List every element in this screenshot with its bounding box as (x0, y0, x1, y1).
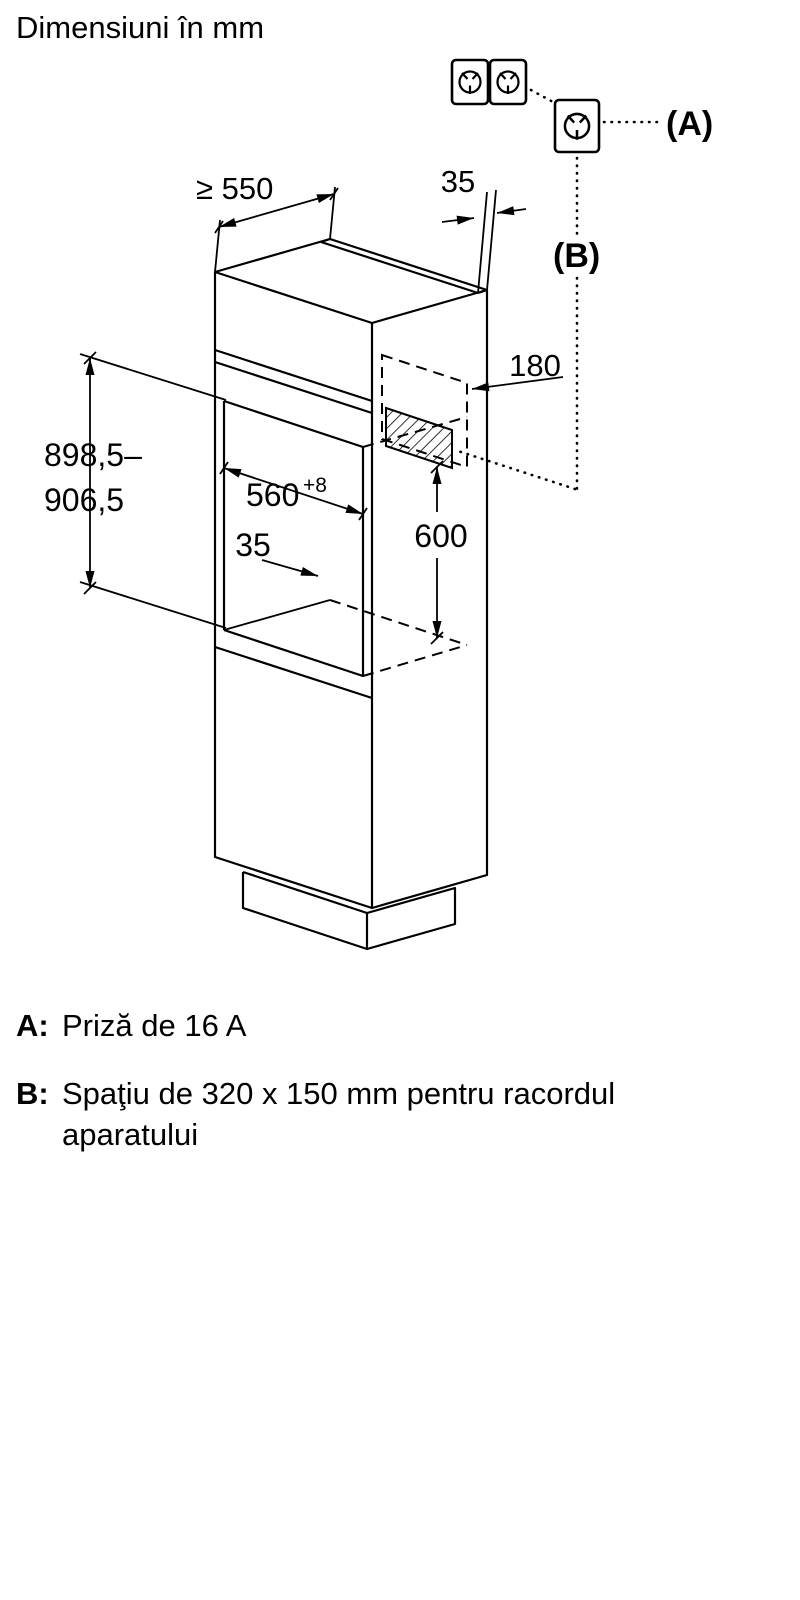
dim-niche-width: 560 (246, 477, 299, 513)
extension-lines (79, 186, 497, 629)
legend-b-key: B: (16, 1076, 49, 1111)
dim-conn-depth: 180 (509, 348, 561, 383)
legend-a-key: A: (16, 1008, 49, 1043)
socket-icon (450, 58, 490, 106)
ref-a-label: (A) (666, 105, 713, 143)
reference-dotted-lines (456, 88, 662, 492)
dim-niche-width-tolerance: +8 (303, 474, 327, 497)
ref-b-label: (B) (553, 237, 600, 275)
legend-a-text: Priză de 16 A (62, 1008, 247, 1043)
socket-icon (553, 98, 601, 154)
legend-item-a: A: Priză de 16 A (16, 1005, 702, 1046)
dim-depth-min: ≥ 550 (196, 171, 273, 206)
dim-niche-height-line1: 898,5– (44, 437, 142, 473)
cabinet-outline (213, 237, 489, 951)
dimension-lines (83, 187, 564, 645)
legend-item-b: B: Spaţiu de 320 x 150 mm pentru racordu… (16, 1073, 702, 1155)
socket-icons (450, 58, 601, 154)
dim-conn-height: 600 (414, 518, 467, 554)
dim-front-offset: 35 (235, 527, 271, 563)
legend-b-text: Spaţiu de 320 x 150 mm pentru racordul a… (62, 1076, 616, 1153)
dim-top-gap: 35 (441, 164, 475, 199)
connection-space-hatch (385, 406, 453, 470)
diagram-title: Dimensiuni în mm (16, 10, 264, 45)
hidden-edges (329, 353, 468, 677)
cabinet-dimension-drawing: Dimensiuni în mm (16, 10, 713, 951)
socket-icon (488, 58, 528, 106)
dim-niche-height-line2: 906,5 (44, 482, 124, 518)
